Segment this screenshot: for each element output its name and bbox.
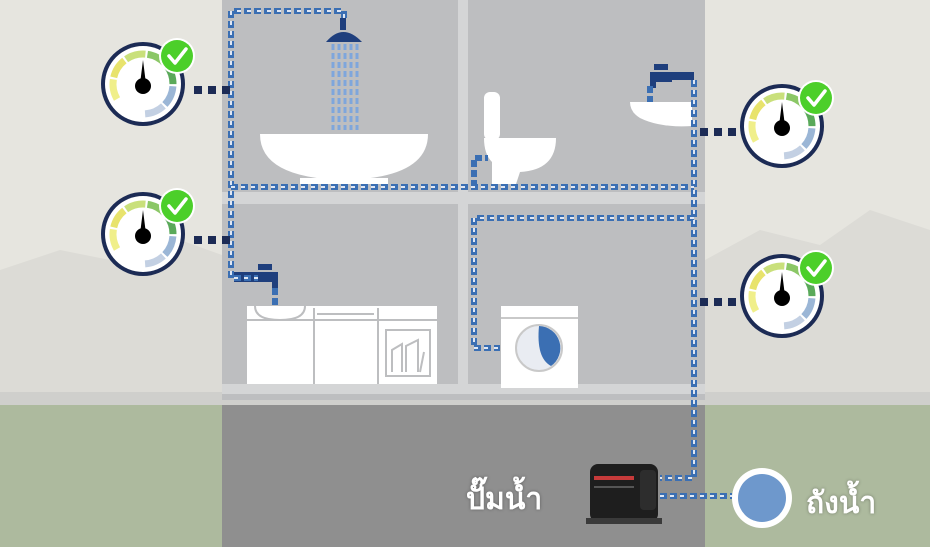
grass-left [0,405,222,547]
background-hills-left [0,240,222,400]
gauge-segment [110,57,127,79]
washbasin-icon [630,102,692,127]
gauge-connectors [194,86,736,306]
check-icon [159,38,195,74]
gauge-segment [109,228,121,251]
gauge-segment [144,103,166,118]
gauge-kitchen-sink [101,188,195,276]
gauge-segment [109,78,121,101]
pipe-highlight [230,10,732,497]
gauge-segment [748,290,760,313]
gauge-segment [124,200,146,213]
gauge-segment [749,269,766,291]
gauge-needle [779,102,785,126]
check-icon [798,250,834,286]
tank-label: ถังน้ำ [806,486,877,521]
gauge-segment [162,235,177,257]
faucet-icon-bathroom [650,64,694,88]
toilet-icon [484,92,556,184]
gauge-segment [124,50,146,63]
gauge-segment [110,207,127,229]
gauge-segment [783,145,805,160]
water-pump-icon [586,464,662,524]
pump-label: ปั๊มน้ำ [466,482,543,517]
gauge-needle [140,210,146,234]
gauge-segment [763,92,785,105]
washing-machine-icon [501,306,578,388]
house-base [222,384,705,394]
gauge-segment [763,262,785,275]
gauge-shower [101,38,195,126]
dishwasher-icon [385,329,431,377]
check-icon [159,188,195,224]
gauge-needle [140,60,146,84]
gauge-segment [162,85,177,107]
house-floor-divider [222,192,705,204]
shower-icon [326,18,362,130]
gauge-segment [801,297,816,319]
gauge-segment [783,315,805,330]
water-tank-icon [732,468,792,528]
gauge-segment [801,127,816,149]
sink-basin-icon [260,134,428,184]
gauge-segment [748,120,760,143]
gauge-needle [779,272,785,296]
gauge-bathroom-sink [740,80,834,168]
gauge-washing-machine [740,250,834,338]
check-icon [798,80,834,116]
gauge-segment [144,253,166,268]
gauge-segment [749,99,766,121]
